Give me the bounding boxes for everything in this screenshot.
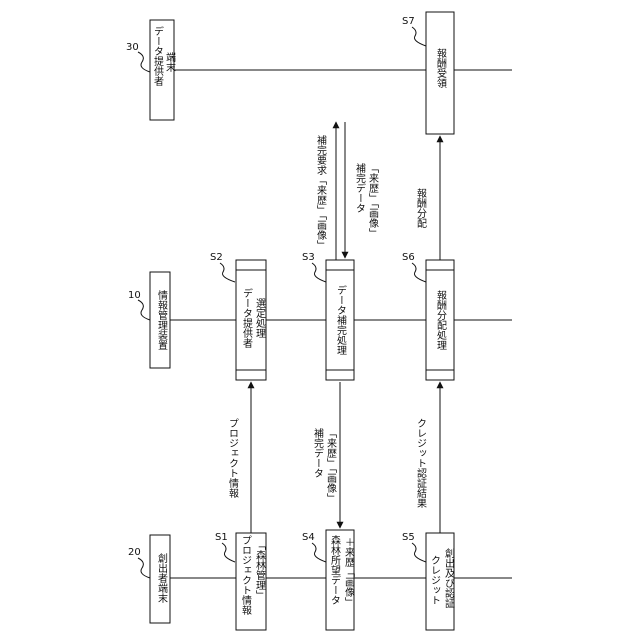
entity-creator-box: 創出者端末 (150, 535, 170, 623)
step-s5-leader (412, 543, 426, 562)
step-s3-box: データ補完処理 (326, 260, 354, 380)
step-s2-box: データ提供者 選定処理 (236, 260, 266, 380)
step-s6-leader (412, 263, 426, 282)
message-m3-line-1: 補完データ (354, 162, 366, 213)
step-s4-box: 森林所望データ ＋来歴「画像」 (326, 530, 355, 630)
step-s4-line-1: 森林所望データ (329, 534, 341, 605)
step-s1-line-2: 「森林管理」 (254, 540, 266, 600)
step-s5-line-2: 創出及び認証 (443, 548, 455, 609)
message-m4-line-1: 補完データ (312, 427, 324, 478)
step-s4-ref: S4 (302, 532, 315, 543)
entity-manager-name: 情報管理装置 (156, 289, 168, 350)
step-s1-line-1: プロジェクト情報 (240, 535, 252, 616)
step-s5-box: クレジット 創出及び認証 (426, 533, 455, 630)
step-s1-leader (222, 543, 235, 562)
step-s3-line-1: データ補完処理 (335, 284, 347, 355)
entity-creator-leader (138, 558, 150, 578)
step-s2-line-1: データ提供者 (241, 287, 253, 349)
step-s6-box: 報酬分配処理 (426, 260, 454, 380)
entity-provider-leader (138, 52, 150, 72)
entity-provider-name-1: データ提供者 (152, 25, 164, 87)
message-m1-line-1: プロジェクト情報 (227, 418, 239, 499)
entity-manager-box: 情報管理装置 (150, 272, 170, 368)
message-m5-line-1: クレジット認証結果 (415, 418, 427, 509)
step-s2-line-2: 選定処理 (254, 297, 266, 338)
step-s7-line-1: 報酬受領 (435, 48, 447, 89)
entity-manager-leader (138, 300, 150, 320)
message-m6-line-1: 報酬分配 (415, 188, 427, 228)
step-s5-line-1: クレジット (429, 555, 440, 605)
entity-provider-box: データ提供者 端末 (150, 20, 176, 120)
step-s4-leader (312, 543, 326, 562)
step-s1-ref: S1 (215, 532, 228, 543)
entity-provider-ref: 30 (126, 42, 139, 53)
step-s7-ref: S7 (402, 16, 415, 27)
step-s6-line-1: 報酬分配処理 (435, 290, 447, 350)
step-s6-ref: S6 (402, 252, 415, 263)
step-s1-box: プロジェクト情報 「森林管理」 (236, 533, 266, 630)
step-s7-leader (412, 27, 426, 46)
entity-creator-ref: 20 (128, 547, 141, 558)
step-s5-ref: S5 (402, 532, 415, 543)
message-m4-line-2: 「来歴」「画像」 (325, 428, 337, 503)
step-s7-box: 報酬受領 (426, 12, 454, 134)
entity-provider-name-2: 端末 (164, 51, 176, 73)
step-s4-line-2: ＋来歴「画像」 (343, 537, 355, 607)
message-m3-line-2: 「来歴」「画像」 (367, 163, 379, 238)
step-s2-leader (220, 263, 235, 282)
step-s2-ref: S2 (210, 252, 223, 263)
step-s3-leader (312, 263, 326, 282)
step-s3-ref: S3 (302, 252, 315, 263)
message-m2-line-1: 補完要求「来歴」「画像」 (315, 134, 327, 250)
entity-creator-name: 創出者端末 (156, 553, 168, 604)
entity-manager-ref: 10 (128, 290, 141, 301)
